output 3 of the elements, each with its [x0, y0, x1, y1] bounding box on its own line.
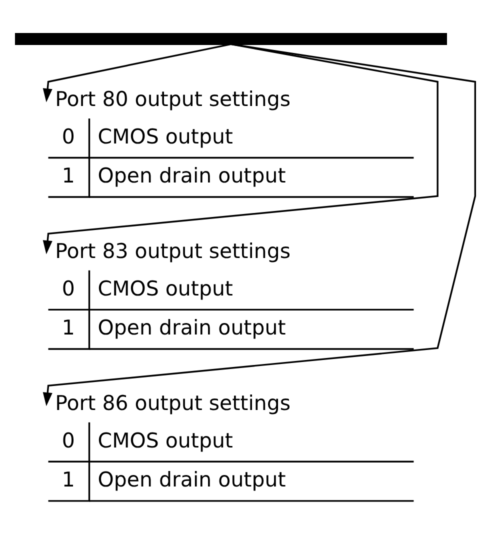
node-text: Port 86 output settings 0 CMOS output 1 Open drain output — [54, 390, 290, 492]
node-text: Port 80 output settings 0 CMOS output 1 Open drain output — [54, 86, 290, 188]
node-text: Port 83 output settings 0 CMOS output 1 Open drain output — [54, 238, 290, 340]
